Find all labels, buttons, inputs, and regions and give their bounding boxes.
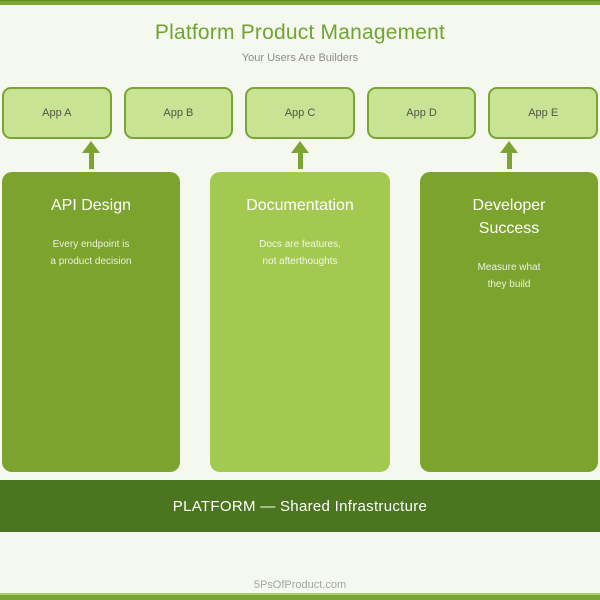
app-d-box: App D [366, 87, 477, 139]
up-arrow-icon [291, 141, 309, 169]
app-a-label: App A [42, 107, 72, 119]
up-arrow-icon [82, 141, 100, 169]
column-body-line: Every endpoint is [52, 239, 130, 251]
column-api-design: API Design Every endpoint is a product d… [2, 172, 180, 472]
column-title: Developer Success [472, 197, 546, 238]
page-subtitle: Your Users Are Builders [241, 52, 359, 64]
app-e-label: App E [528, 107, 559, 119]
arrow-head [500, 141, 518, 153]
column-body: Docs are features, not afterthoughts [228, 237, 372, 270]
app-e-box: App E [488, 87, 598, 139]
column-title: API Design [50, 197, 132, 214]
app-b-box: App B [123, 87, 234, 139]
top-border-bar [0, 0, 600, 5]
column-body: Measure what they build [438, 260, 580, 293]
app-c-box: App C [245, 87, 355, 139]
arrow-stem [88, 153, 94, 169]
column-body-line: Measure what [477, 262, 541, 274]
arrow-head [291, 141, 309, 153]
column-documentation: Documentation Docs are features, not aft… [210, 172, 390, 472]
platform-bar-label: PLATFORM — Shared Infrastructure [172, 497, 428, 515]
arrow-stem [297, 153, 303, 169]
footer-credit: 5PsOfProduct.com [253, 579, 347, 591]
app-a-box: App A [2, 87, 112, 139]
column-body-line: not afterthoughts [262, 255, 338, 267]
column-body-line: a product decision [50, 255, 132, 267]
app-b-label: App B [163, 107, 194, 119]
app-c-label: App C [284, 107, 316, 119]
column-body: Every endpoint is a product decision [20, 237, 162, 270]
column-title: Documentation [246, 197, 354, 214]
app-row: App A App B App C App D App E [2, 87, 598, 139]
platform-bar: PLATFORM — Shared Infrastructure [0, 480, 600, 532]
arrow-stem [506, 153, 512, 169]
column-developer-success: Developer Success Measure what they buil… [420, 172, 598, 472]
up-arrow-icon [500, 141, 518, 169]
bottom-border-bar [0, 593, 600, 600]
arrow-head [82, 141, 100, 153]
column-body-line: they build [487, 278, 531, 290]
column-body-line: Docs are features, [259, 239, 341, 251]
app-d-label: App D [406, 107, 437, 119]
page-title: Platform Product Management [154, 21, 446, 44]
